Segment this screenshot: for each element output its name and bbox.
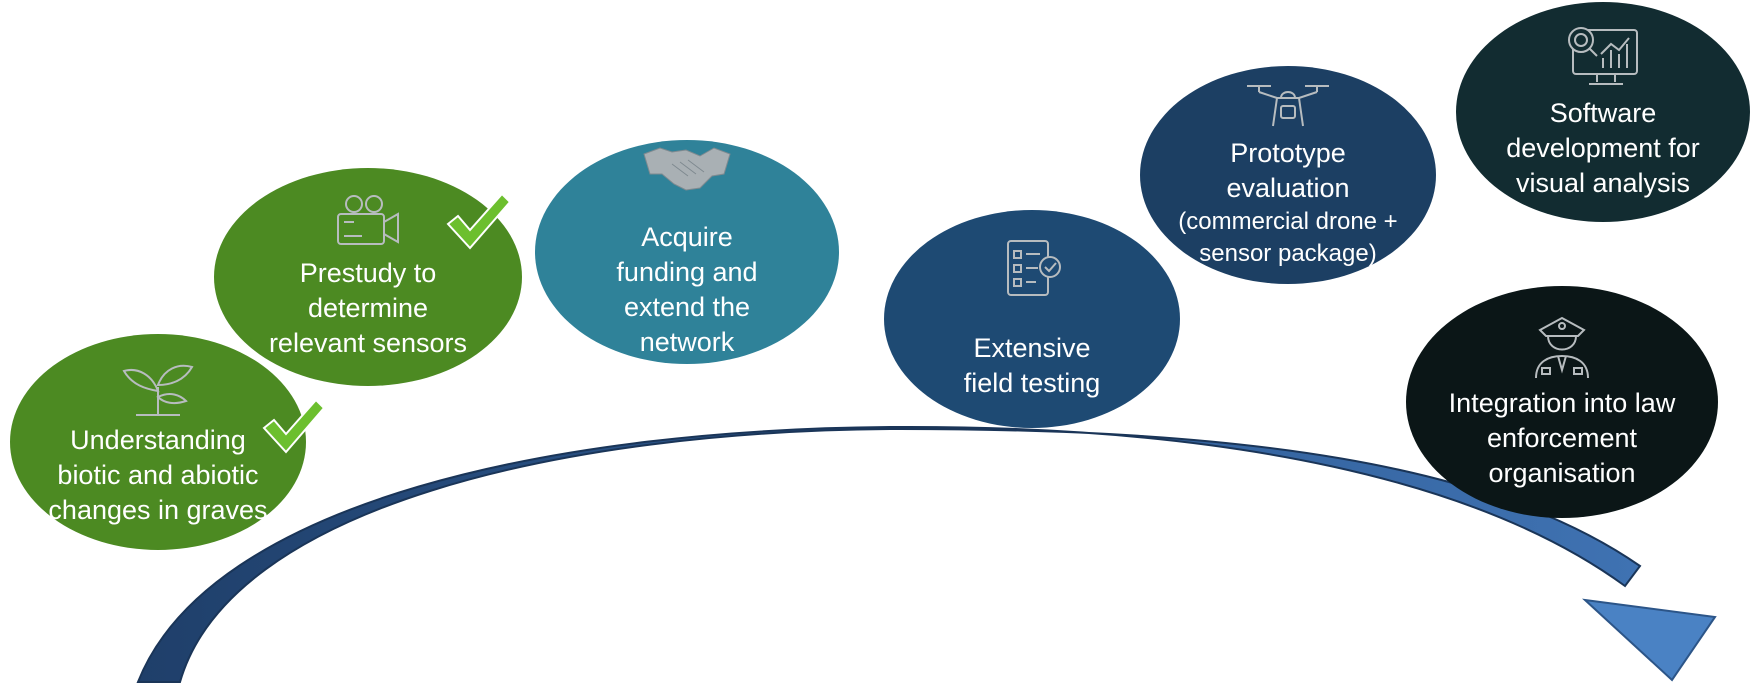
checklist-icon bbox=[1007, 240, 1061, 296]
stage-label: Software development for visual analysis bbox=[1506, 97, 1700, 198]
check-mark-icon bbox=[262, 398, 326, 454]
arrow-body bbox=[136, 425, 1642, 683]
drone-icon bbox=[1247, 85, 1329, 127]
stage-sublabel: (commercial drone + sensor package) bbox=[1178, 208, 1398, 267]
stage-prototype: Prototype evaluation (commercial drone +… bbox=[1140, 66, 1436, 284]
stage-label: Prototype evaluation bbox=[1226, 138, 1350, 203]
check-mark-icon bbox=[446, 192, 512, 250]
stage-field-testing: Extensive field testing bbox=[884, 210, 1180, 428]
stage-understanding: Understanding biotic and abiotic changes… bbox=[10, 334, 306, 550]
stage-label: Prestudy to determine relevant sensors bbox=[268, 257, 468, 358]
plant-sprout-icon bbox=[122, 364, 194, 416]
stage-prestudy: Prestudy to determine relevant sensors bbox=[214, 168, 522, 386]
stage-label: Integration into law enforcement organis… bbox=[1448, 387, 1676, 488]
analytics-monitor-icon bbox=[1568, 26, 1638, 85]
stage-label: Understanding biotic and abiotic changes… bbox=[48, 424, 268, 525]
stage-integration: Integration into law enforcement organis… bbox=[1406, 286, 1718, 518]
arrow-head bbox=[1581, 598, 1717, 682]
video-camera-icon bbox=[337, 194, 399, 245]
stage-funding: Acquire funding and extend the network bbox=[535, 140, 839, 364]
stage-label: Acquire funding and extend the network bbox=[616, 222, 758, 357]
stage-software: Software development for visual analysis bbox=[1456, 2, 1750, 222]
handshake-icon bbox=[643, 147, 731, 191]
stage-label: Extensive field testing bbox=[963, 333, 1101, 398]
police-officer-icon bbox=[1535, 316, 1589, 378]
